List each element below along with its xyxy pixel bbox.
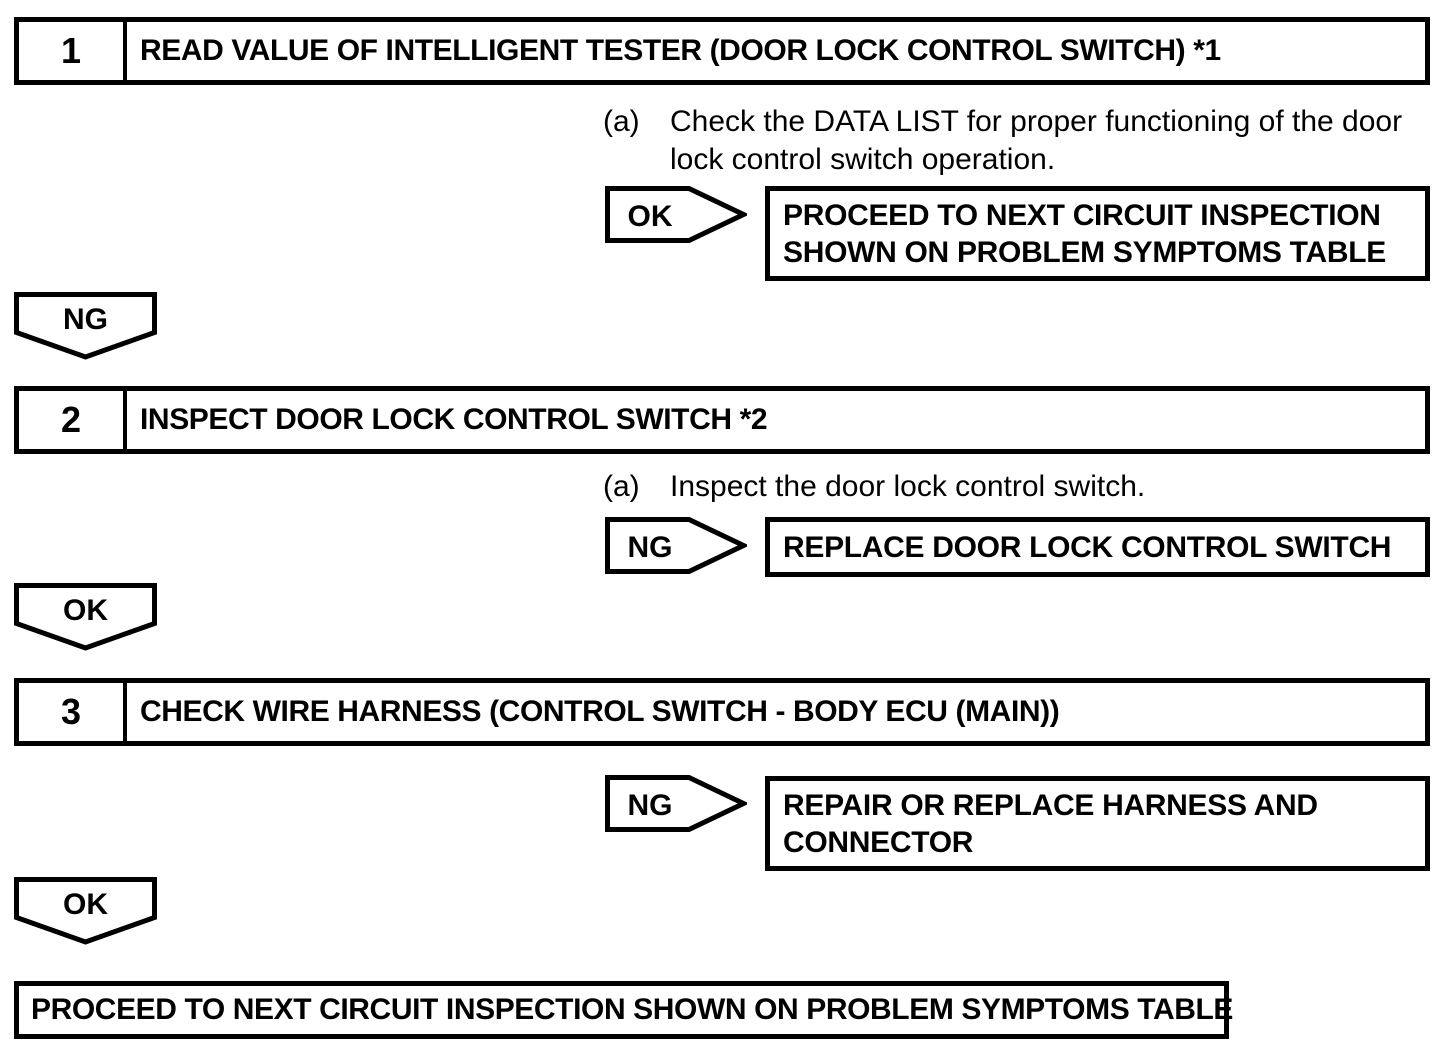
step-3-header: 3 CHECK WIRE HARNESS (CONTROL SWITCH - B… (14, 678, 1430, 746)
step-3-ok-down-arrow-icon: OK (14, 877, 157, 945)
step-2-next-label: OK (63, 594, 108, 627)
step-1-title: READ VALUE OF INTELLIGENT TESTER (DOOR L… (140, 34, 1221, 67)
step-3-branch-label: NG (628, 789, 673, 822)
step-1-number: 1 (19, 22, 127, 80)
step-2-instruction-text: Inspect the door lock control switch. (670, 470, 1146, 503)
step-3-ng-right-arrow-icon: NG (605, 775, 747, 832)
step-1-branch-result-text: PROCEED TO NEXT CIRCUIT INSPECTION SHOWN… (783, 198, 1386, 269)
final-result-text: PROCEED TO NEXT CIRCUIT INSPECTION SHOWN… (31, 993, 1234, 1026)
step-2-branch-result-text: REPLACE DOOR LOCK CONTROL SWITCH (783, 530, 1392, 564)
step-2-ng-right-arrow-icon: NG (605, 517, 747, 574)
step-1-instruction: (a) Check the DATA LIST for proper funct… (603, 103, 1402, 179)
step-2-instruction-label: (a) (603, 470, 640, 503)
step-2-header: 2 INSPECT DOOR LOCK CONTROL SWITCH *2 (14, 386, 1430, 454)
step-1-instruction-label: (a) (603, 105, 640, 138)
step-2-title: INSPECT DOOR LOCK CONTROL SWITCH *2 (140, 403, 768, 436)
step-3-branch-result-text: REPAIR OR REPLACE HARNESS AND CONNECTOR (783, 788, 1318, 859)
step-2-branch-label: NG (628, 531, 673, 564)
step-3-next-label: OK (63, 888, 108, 921)
step-1-ok-right-arrow-icon: OK (605, 186, 747, 243)
final-result-box: PROCEED TO NEXT CIRCUIT INSPECTION SHOWN… (14, 981, 1233, 1039)
step-1-branch-result-box: PROCEED TO NEXT CIRCUIT INSPECTION SHOWN… (765, 186, 1430, 281)
step-1-header: 1 READ VALUE OF INTELLIGENT TESTER (DOOR… (14, 17, 1430, 85)
step-1-next-label: NG (63, 303, 108, 336)
step-1-instruction-text: Check the DATA LIST for proper functioni… (670, 105, 1403, 176)
step-2-instruction: (a) Inspect the door lock control switch… (603, 468, 1145, 506)
step-1-ng-down-arrow-icon: NG (14, 292, 157, 360)
step-3-number: 3 (19, 683, 127, 741)
step-3-branch-result-box: REPAIR OR REPLACE HARNESS AND CONNECTOR (765, 776, 1430, 871)
step-2-number: 2 (19, 391, 127, 449)
step-2-branch-result-box: REPLACE DOOR LOCK CONTROL SWITCH (765, 517, 1430, 577)
step-2-ok-down-arrow-icon: OK (14, 583, 157, 651)
step-3-title: CHECK WIRE HARNESS (CONTROL SWITCH - BOD… (140, 695, 1060, 728)
step-1-branch-label: OK (628, 200, 673, 233)
